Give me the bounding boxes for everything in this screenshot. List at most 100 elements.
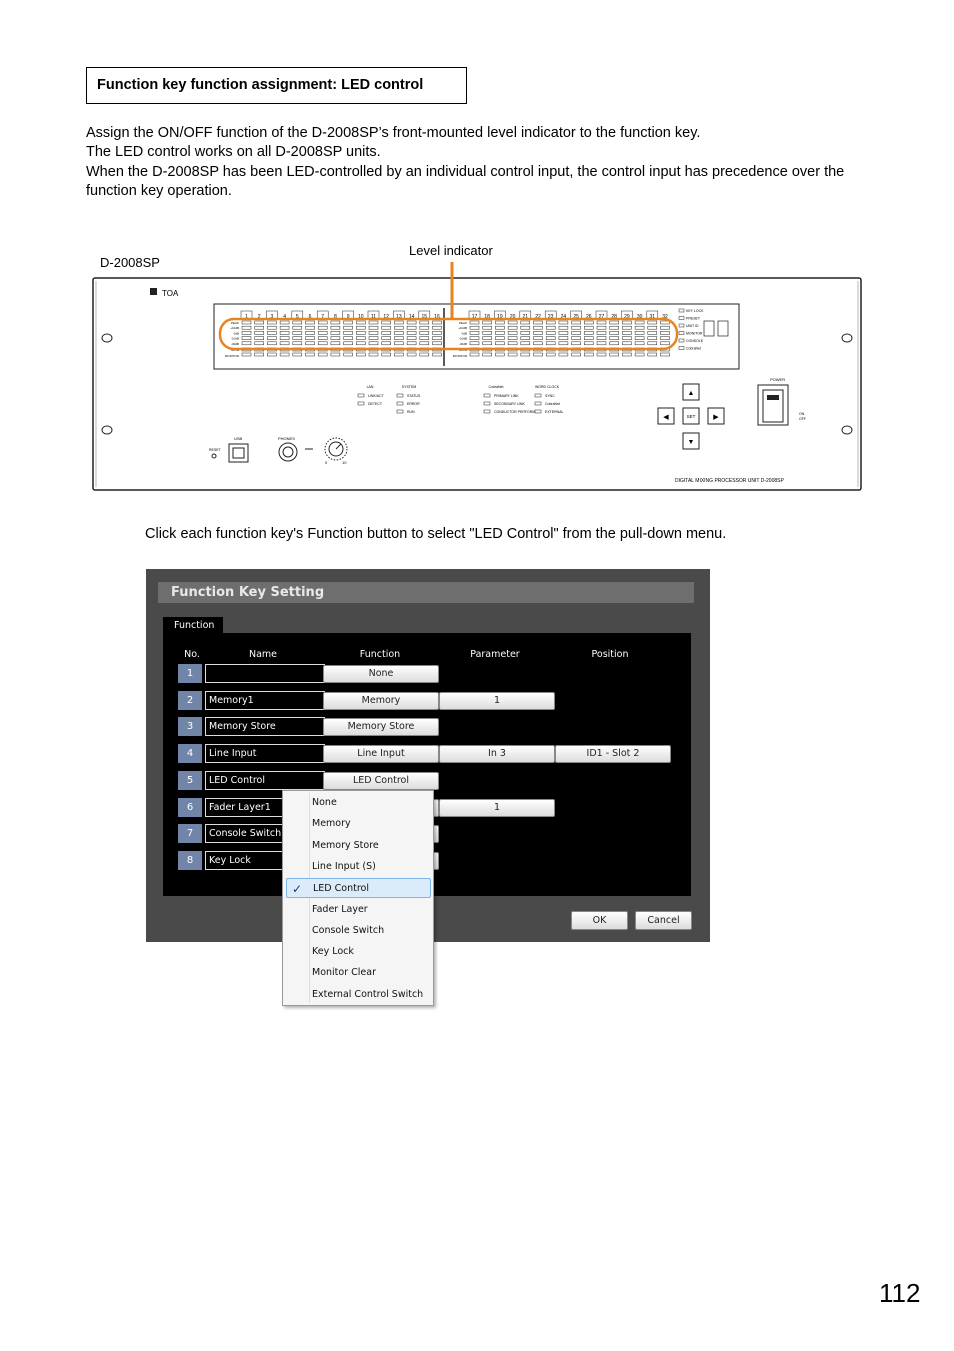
channel-number: 15 <box>422 314 428 320</box>
channel-number: 2 <box>258 314 261 320</box>
channel-number: 31 <box>650 314 656 320</box>
meter-label: PEAK <box>459 321 467 325</box>
led-label: STATUS <box>407 394 421 398</box>
row-number: 2 <box>178 690 202 710</box>
menu-item[interactable]: Monitor Clear <box>286 963 431 983</box>
menu-item-label: Key Lock <box>312 946 354 958</box>
ok-button[interactable]: OK <box>571 911 628 930</box>
name-field[interactable]: Memory Store <box>205 717 325 737</box>
channel-number: 10 <box>358 314 364 320</box>
row-number: 3 <box>178 717 202 737</box>
channel-number: 6 <box>309 314 312 320</box>
channel-number: 1 <box>245 314 248 320</box>
menu-item-label: Console Switch <box>312 924 385 936</box>
intro-text: Assign the ON/OFF function of the D-2008… <box>86 124 886 201</box>
channel-number: 22 <box>535 314 541 320</box>
meter-label: -10dB <box>459 337 467 341</box>
instruction-text: Click each function key's Function butto… <box>145 526 727 542</box>
function-button[interactable]: Memory <box>323 691 439 710</box>
status-label: KEY LOCK <box>686 309 704 313</box>
parameter-button[interactable]: 1 <box>439 798 555 817</box>
phones-label: PHONES <box>278 436 295 441</box>
power-off-label: OFF <box>799 417 806 421</box>
menu-item-label: Memory Store <box>312 839 379 851</box>
parameter-button[interactable]: 1 <box>439 691 555 710</box>
menu-item[interactable]: None <box>286 793 431 813</box>
meter-label: -30dB <box>459 342 467 346</box>
menu-item[interactable]: Line Input (S) <box>286 857 431 877</box>
name-field[interactable]: LED Control <box>205 770 325 790</box>
row-number: 5 <box>178 770 202 790</box>
function-button[interactable]: Memory Store <box>323 718 439 737</box>
led-label: RUN <box>407 410 415 414</box>
channel-number: 21 <box>523 314 529 320</box>
meter-label: -10dB <box>231 337 239 341</box>
intro-line-2: The LED control works on all D-2008SP un… <box>86 144 381 161</box>
led-label: EXTERNAL <box>545 410 564 414</box>
name-field[interactable] <box>205 664 325 683</box>
header-function: Function <box>359 649 401 660</box>
led-label: CobraNet <box>545 402 560 406</box>
menu-item-label: Memory <box>312 818 351 830</box>
menu-item[interactable]: Memory <box>286 814 431 834</box>
section-heading: Function key function assignment: LED co… <box>86 67 467 104</box>
svg-text:▼: ▼ <box>688 439 695 446</box>
position-button[interactable]: ID1 - Slot 2 <box>555 745 671 764</box>
brand-logo: TOA <box>162 289 179 298</box>
status-label: UNIT ID <box>686 324 699 328</box>
meter-label: +10dB <box>230 326 239 330</box>
channel-number: 11 <box>371 314 376 320</box>
header-name: Name <box>248 649 278 660</box>
status-label: PRESET <box>686 317 701 321</box>
menu-item-label: Monitor Clear <box>312 967 376 979</box>
menu-item[interactable]: External Control Switch <box>286 985 431 1005</box>
parameter-button[interactable]: In 3 <box>439 745 555 764</box>
channel-number: 19 <box>497 314 503 320</box>
menu-item[interactable]: Key Lock <box>286 942 431 962</box>
svg-text:◀: ◀ <box>663 414 669 421</box>
channel-number: 12 <box>383 314 389 320</box>
intro-line-3: When the D-2008SP has been LED-controlle… <box>86 163 845 199</box>
tab-function[interactable]: Function <box>163 617 223 634</box>
menu-item[interactable]: ✓LED Control <box>286 878 431 899</box>
gate-label: GATE <box>231 348 239 352</box>
menu-item[interactable]: Console Switch <box>286 921 431 941</box>
channel-number: 27 <box>599 314 605 320</box>
menu-item[interactable]: Memory Store <box>286 836 431 856</box>
channel-number: 14 <box>409 314 415 320</box>
led-group-title: LAN <box>367 385 374 389</box>
name-field[interactable]: Line Input <box>205 744 325 764</box>
row-number: 8 <box>178 850 202 870</box>
meter-label: 0dB <box>462 331 467 335</box>
device-label: D-2008SP <box>100 255 160 270</box>
channel-number: 16 <box>434 314 440 320</box>
level-indicator-highlight <box>218 317 679 351</box>
svg-text:▶: ▶ <box>713 414 719 421</box>
name-field[interactable]: Memory1 <box>205 690 325 710</box>
status-label: CONSOLE <box>686 339 704 343</box>
channel-number: 24 <box>561 314 567 320</box>
meter-label: +10dB <box>458 326 467 330</box>
status-label: CobraNet <box>686 347 701 351</box>
channel-number: 13 <box>396 314 402 320</box>
row-number: 6 <box>178 797 202 817</box>
function-button[interactable]: None <box>323 665 439 683</box>
menu-item-label: None <box>312 797 337 808</box>
meter-label: 0dB <box>234 331 239 335</box>
led-group-title: WORD CLOCK <box>535 385 560 389</box>
channel-number: 23 <box>548 314 554 320</box>
cancel-button[interactable]: Cancel <box>635 911 692 930</box>
menu-item[interactable]: Fader Layer <box>286 900 431 920</box>
status-label: MONITOR <box>686 332 703 336</box>
channel-number: 28 <box>611 314 617 320</box>
function-button[interactable]: Line Input <box>323 745 439 764</box>
menu-item-label: LED Control <box>313 883 369 895</box>
channel-number: 8 <box>334 314 337 320</box>
set-button-label: SET <box>687 414 696 419</box>
reset-label: RESET <box>209 448 222 452</box>
function-button[interactable]: LED Control <box>323 771 439 790</box>
menu-item-label: External Control Switch <box>312 988 424 1000</box>
callout-label: Level indicator <box>409 243 493 258</box>
gate-label: GATE <box>459 348 467 352</box>
channel-number: 32 <box>662 314 668 320</box>
